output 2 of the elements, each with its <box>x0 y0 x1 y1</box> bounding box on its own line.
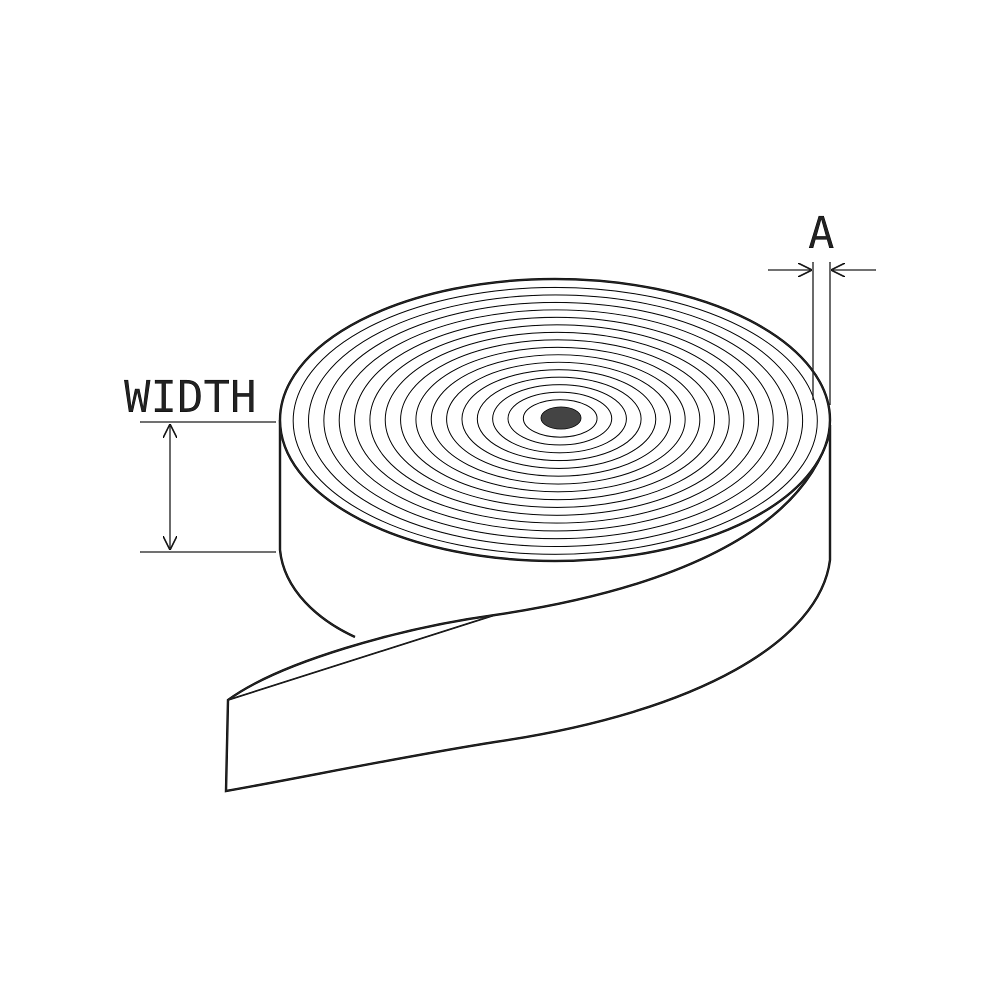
dimension-label: A <box>808 212 834 256</box>
dimension-label: WIDTH <box>124 376 256 420</box>
